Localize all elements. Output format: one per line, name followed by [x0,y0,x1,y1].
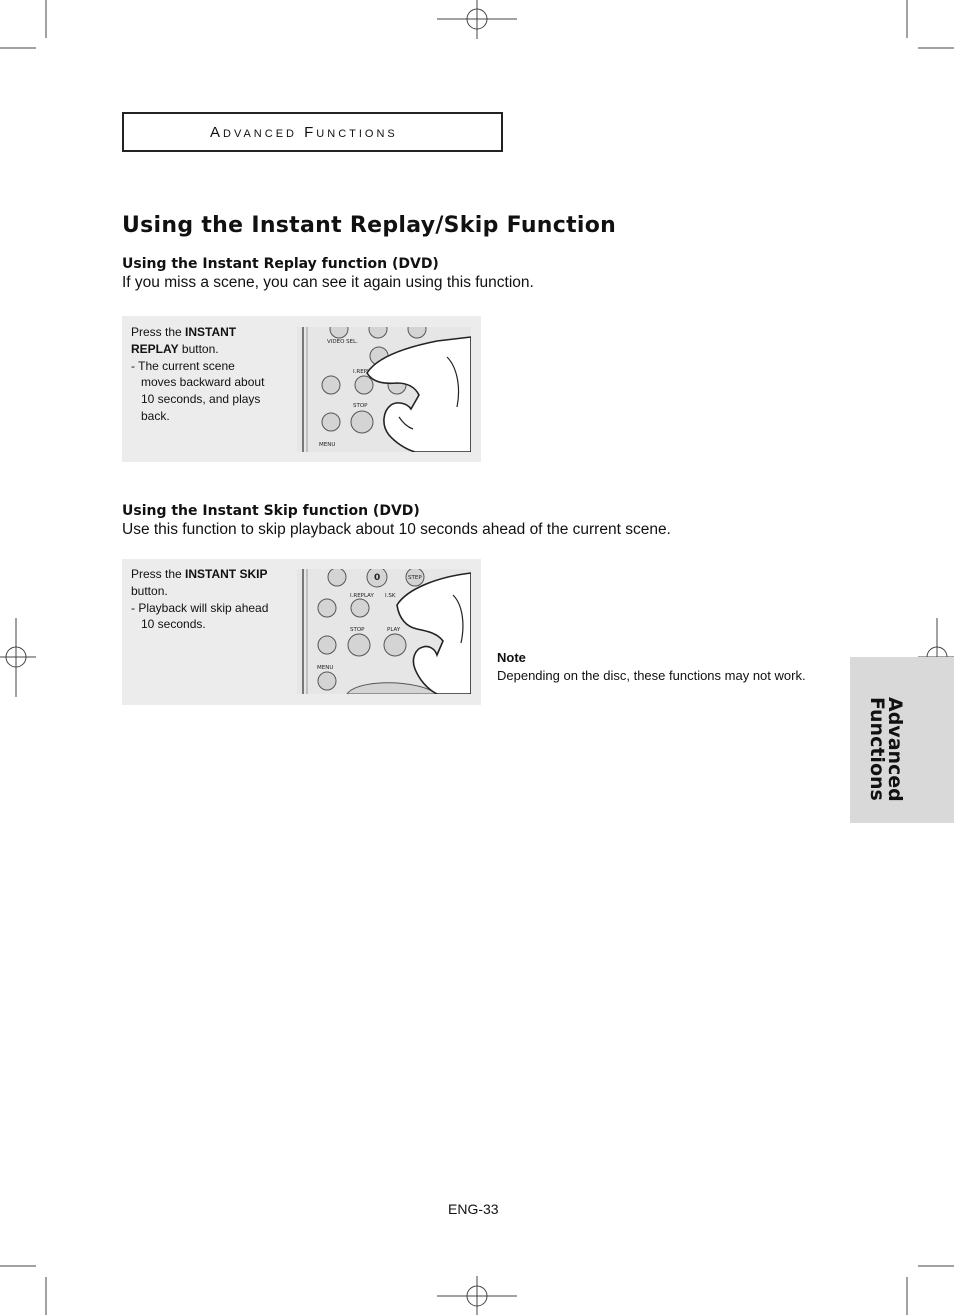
skip-step-suffix: button. [131,583,168,598]
side-tab: Advanced Functions [850,657,954,823]
replay-step-box: Press the INSTANT REPLAY button. - The c… [122,316,481,462]
remote-label-menu: MENU [317,665,333,671]
replay-step-prefix: Press the [131,325,186,339]
side-tab-line2: Functions [866,697,888,801]
remote-label-zero: 0 [374,573,380,583]
skip-step-bullet: - Playback will skip ahead 10 seconds. [131,600,269,632]
remote-label-stop: STOP [350,627,365,633]
remote-label-step: STEP [408,575,422,581]
remote-label-stop: STOP [353,403,368,409]
page-title: Using the Instant Replay/Skip Function [122,213,617,238]
note-body: Depending on the disc, these functions m… [497,668,806,683]
replay-subtitle: Using the Instant Replay function (DVD) [122,256,439,272]
skip-step-button-name: INSTANT SKIP [185,567,268,581]
remote-label-i-replay: I.REPLAY [350,593,375,599]
note-title: Note [497,650,526,665]
section-header-box: Advanced Functions [122,112,503,152]
replay-step-suffix: button. [178,341,219,356]
skip-description: Use this function to skip playback about… [122,521,671,538]
remote-illustration-replay: VIDEO SEL. I.REPL STOP MENU [297,327,471,452]
replay-step-button-name: INSTANT REPLAY [131,325,237,356]
remote-hand-drawing: VIDEO SEL. I.REPL STOP MENU [297,327,471,452]
replay-step-text: Press the INSTANT REPLAY button. - The c… [131,324,271,425]
skip-step-prefix: Press the [131,567,186,581]
hand-icon [366,336,471,452]
crosshair-bottom [437,1276,517,1315]
remote-label-menu: MENU [319,442,335,448]
remote-label-video-sel: VIDEO SEL. [327,339,358,345]
remote-hand-drawing: 0 STEP I.REPLAY I.SK STOP PLAY MENU [297,569,471,694]
skip-step-text: Press the INSTANT SKIP button. - Playbac… [131,566,281,633]
remote-label-i-repl: I.REPL [353,369,371,375]
remote-illustration-skip: 0 STEP I.REPLAY I.SK STOP PLAY MENU [297,569,471,694]
replay-description: If you miss a scene, you can see it agai… [122,274,534,291]
crosshair-top [437,0,517,39]
skip-step-box: Press the INSTANT SKIP button. - Playbac… [122,559,481,705]
crosshair-left [0,618,36,697]
skip-subtitle: Using the Instant Skip function (DVD) [122,503,420,519]
hand-icon [396,572,471,694]
remote-label-i-skip: I.SK [385,593,396,599]
remote-label-play: PLAY [387,627,401,633]
page-number: ENG-33 [448,1201,499,1217]
side-tab-line1: Advanced [884,697,906,802]
side-tab-label: Advanced Functions [866,697,906,802]
section-label: Advanced Functions [210,124,398,141]
replay-step-bullet: - The current scene moves backward about… [131,358,265,423]
